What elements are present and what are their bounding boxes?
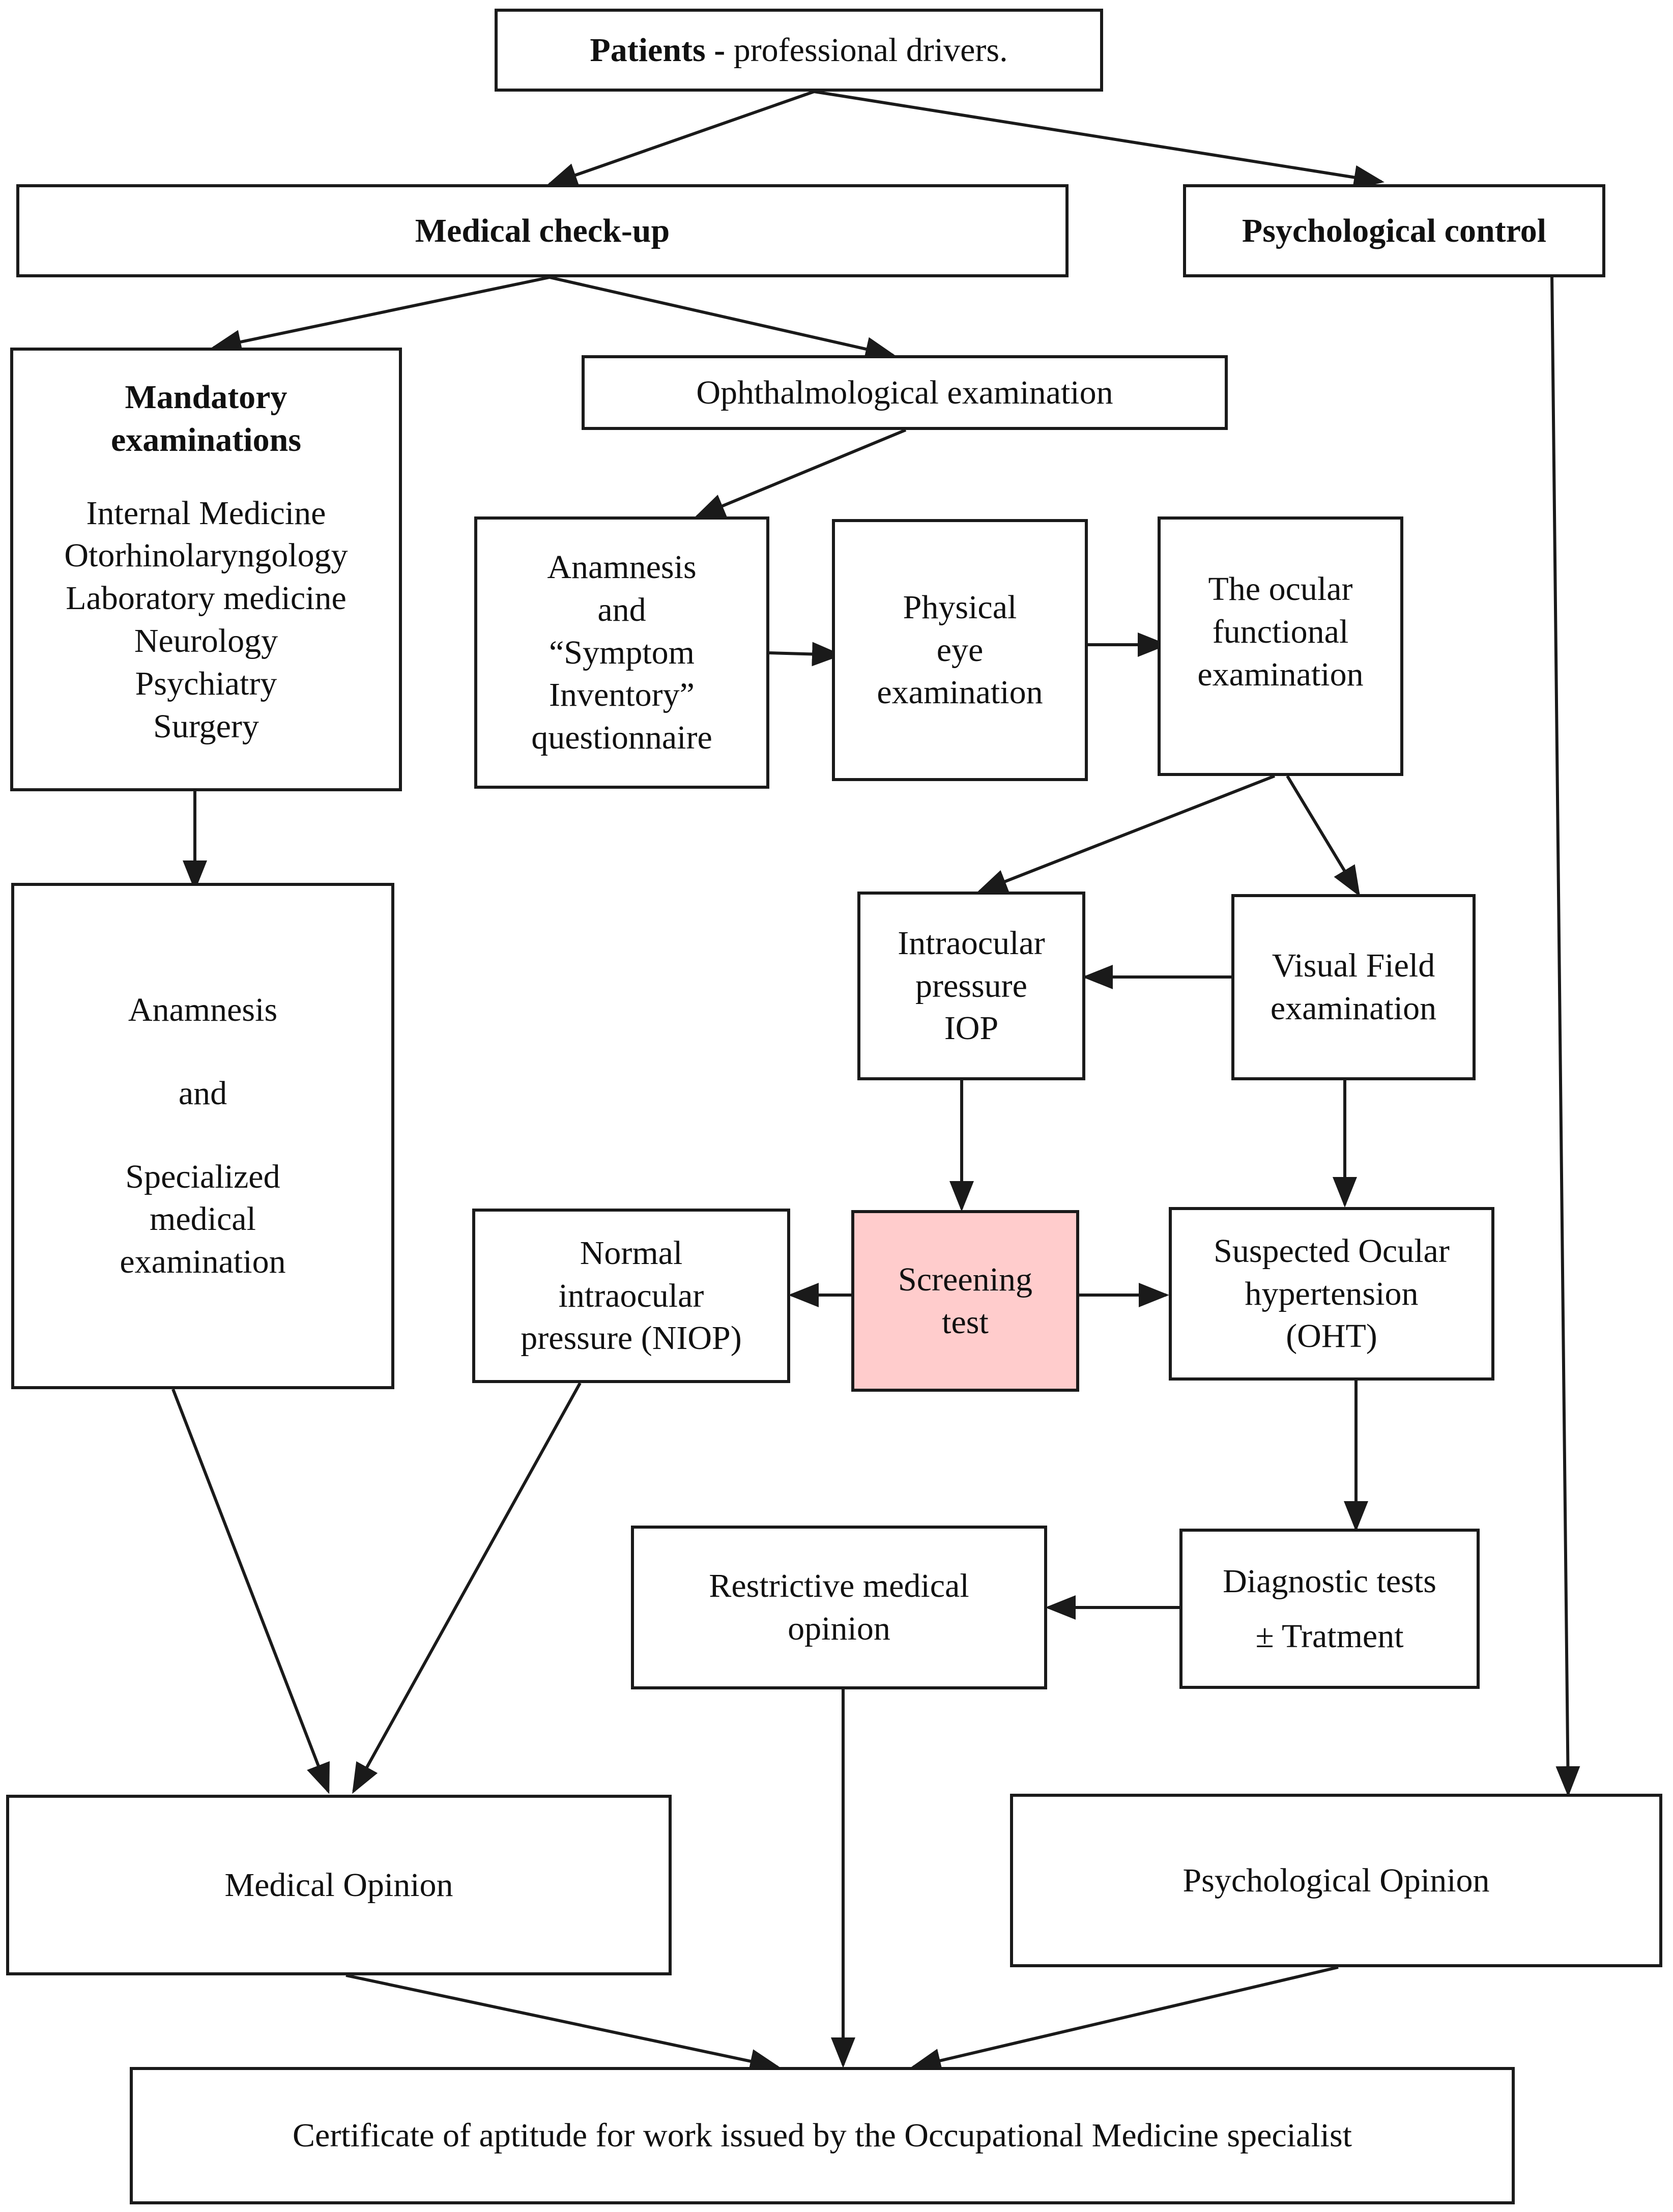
anamnesis-symptom-inventory-box: Anamnesis and “Symptom Inventory” questi… xyxy=(474,516,769,789)
mandatory-item-neurology: Neurology xyxy=(134,622,278,660)
mandatory-title-line-1: Mandatory xyxy=(125,379,287,416)
anamnesis-symptom-line-2: and xyxy=(597,591,646,628)
anamnesis-specialized-line-4: medical xyxy=(150,1200,256,1238)
patients-rest-label: professional drivers. xyxy=(725,31,1008,69)
ocular-functional-line-2: functional xyxy=(1212,613,1349,650)
diagnostic-tests-box: Diagnostic tests ± Tratment xyxy=(1179,1529,1480,1689)
physical-eye-line-1: Physical xyxy=(903,588,1017,626)
mandatory-examinations-box: Mandatory examinations Internal Medicine… xyxy=(10,348,402,791)
anamnesis-specialized-line-3: Specialized xyxy=(125,1158,280,1195)
arrow-medical-checkup-to-ophthalmological xyxy=(549,276,896,361)
anamnesis-symptom-line-4: Inventory” xyxy=(549,676,695,714)
visual-field-line-2: examination xyxy=(1270,990,1437,1027)
ophthalmological-title: Ophthalmological examination xyxy=(696,374,1113,411)
psychological-control-title: Psychological control xyxy=(1242,212,1547,249)
iop-line-3: IOP xyxy=(944,1010,999,1047)
patients-label: Patients - professional drivers. xyxy=(590,29,1007,72)
physical-eye-line-2: eye xyxy=(936,631,984,669)
psychological-control-box: Psychological control xyxy=(1183,184,1605,277)
diagnostic-line-2: ± Tratment xyxy=(1255,1617,1404,1655)
visual-field-line-1: Visual Field xyxy=(1272,947,1435,985)
arrow-psychological-control-to-psychological-opinion xyxy=(1550,274,1580,1797)
ocular-functional-examination-box: The ocular functional examination xyxy=(1158,516,1403,776)
restrictive-line-2: opinion xyxy=(788,1610,890,1647)
oht-line-1: Suspected Ocular xyxy=(1214,1232,1450,1270)
oht-line-3: (OHT) xyxy=(1286,1317,1377,1355)
anamnesis-specialized-line-2: and xyxy=(178,1074,227,1112)
screening-line-1: Screening xyxy=(898,1260,1032,1298)
oht-box: Suspected Ocular hypertension (OHT) xyxy=(1169,1207,1494,1381)
ocular-functional-line-1: The ocular xyxy=(1208,570,1353,608)
niop-line-1: Normal xyxy=(580,1234,683,1272)
intraocular-pressure-box: Intraocular pressure IOP xyxy=(857,892,1085,1080)
ocular-functional-line-3: examination xyxy=(1197,655,1364,693)
anamnesis-specialized-line-5: examination xyxy=(120,1243,286,1281)
arrow-ocular-functional-to-visual-field xyxy=(1286,775,1361,897)
oht-line-2: hypertension xyxy=(1245,1275,1419,1312)
arrow-patients-to-psychological-control xyxy=(814,90,1384,190)
medical-checkup-box: Medical check-up xyxy=(16,184,1069,277)
mandatory-item-surgery: Surgery xyxy=(153,707,259,745)
mandatory-item-otorhinolaryngology: Otorhinolaryngology xyxy=(64,537,348,574)
medical-opinion-box: Medical Opinion xyxy=(6,1795,672,1975)
anamnesis-symptom-line-1: Anamnesis xyxy=(547,548,697,586)
medical-checkup-title: Medical check-up xyxy=(415,212,670,249)
anamnesis-specialized-line-1: Anamnesis xyxy=(128,991,278,1028)
diagnostic-line-1: Diagnostic tests xyxy=(1223,1562,1436,1600)
patients-box: Patients - professional drivers. xyxy=(495,9,1103,92)
restrictive-opinion-box: Restrictive medical opinion xyxy=(631,1526,1047,1689)
mandatory-title-line-2: examinations xyxy=(110,421,302,458)
anamnesis-symptom-line-3: “Symptom xyxy=(549,634,695,671)
mandatory-item-laboratory-medicine: Laboratory medicine xyxy=(66,580,347,617)
iop-line-1: Intraocular xyxy=(898,924,1045,962)
arrow-medical-checkup-to-mandatory xyxy=(211,276,550,354)
niop-line-3: pressure (NIOP) xyxy=(521,1319,742,1357)
anamnesis-symptom-line-5: questionnaire xyxy=(531,719,712,757)
physical-eye-examination-box: Physical eye examination xyxy=(832,519,1088,781)
arrow-patients-to-medical-checkup xyxy=(546,90,815,187)
ophthalmological-examination-box: Ophthalmological examination xyxy=(582,355,1228,430)
mandatory-item-internal-medicine: Internal Medicine xyxy=(86,494,326,532)
niop-line-2: intraocular xyxy=(558,1277,704,1314)
patients-bold-label: Patients - xyxy=(590,31,726,69)
arrow-niop-to-medical-opinion xyxy=(352,1382,582,1794)
iop-line-2: pressure xyxy=(915,967,1027,1004)
arrow-medical-opinion-to-certificate xyxy=(345,1974,781,2074)
arrow-anamnesis-symptom-to-physical-eye xyxy=(769,642,843,667)
psychological-opinion-title: Psychological Opinion xyxy=(1182,1861,1490,1899)
niop-box: Normal intraocular pressure (NIOP) xyxy=(472,1209,790,1383)
mandatory-item-psychiatry: Psychiatry xyxy=(135,665,277,702)
physical-eye-line-3: examination xyxy=(877,674,1043,711)
anamnesis-specialized-box: Anamnesis and Specialized medical examin… xyxy=(11,883,394,1389)
arrow-ophthalmological-to-anamnesis-symptom xyxy=(694,428,907,518)
medical-opinion-title: Medical Opinion xyxy=(224,1866,453,1904)
certificate-box: Certificate of aptitude for work issued … xyxy=(130,2067,1515,2204)
screening-test-box: Screening test xyxy=(851,1210,1079,1392)
psychological-opinion-box: Psychological Opinion xyxy=(1010,1794,1662,1967)
visual-field-examination-box: Visual Field examination xyxy=(1231,894,1476,1080)
arrow-psychological-opinion-to-certificate xyxy=(910,1966,1339,2073)
screening-line-2: test xyxy=(942,1303,989,1341)
certificate-title: Certificate of aptitude for work issued … xyxy=(293,2117,1352,2154)
arrow-ocular-functional-to-iop xyxy=(976,774,1276,893)
arrow-anamnesis-specialized-to-medical-opinion xyxy=(171,1388,330,1794)
restrictive-line-1: Restrictive medical xyxy=(709,1567,969,1605)
